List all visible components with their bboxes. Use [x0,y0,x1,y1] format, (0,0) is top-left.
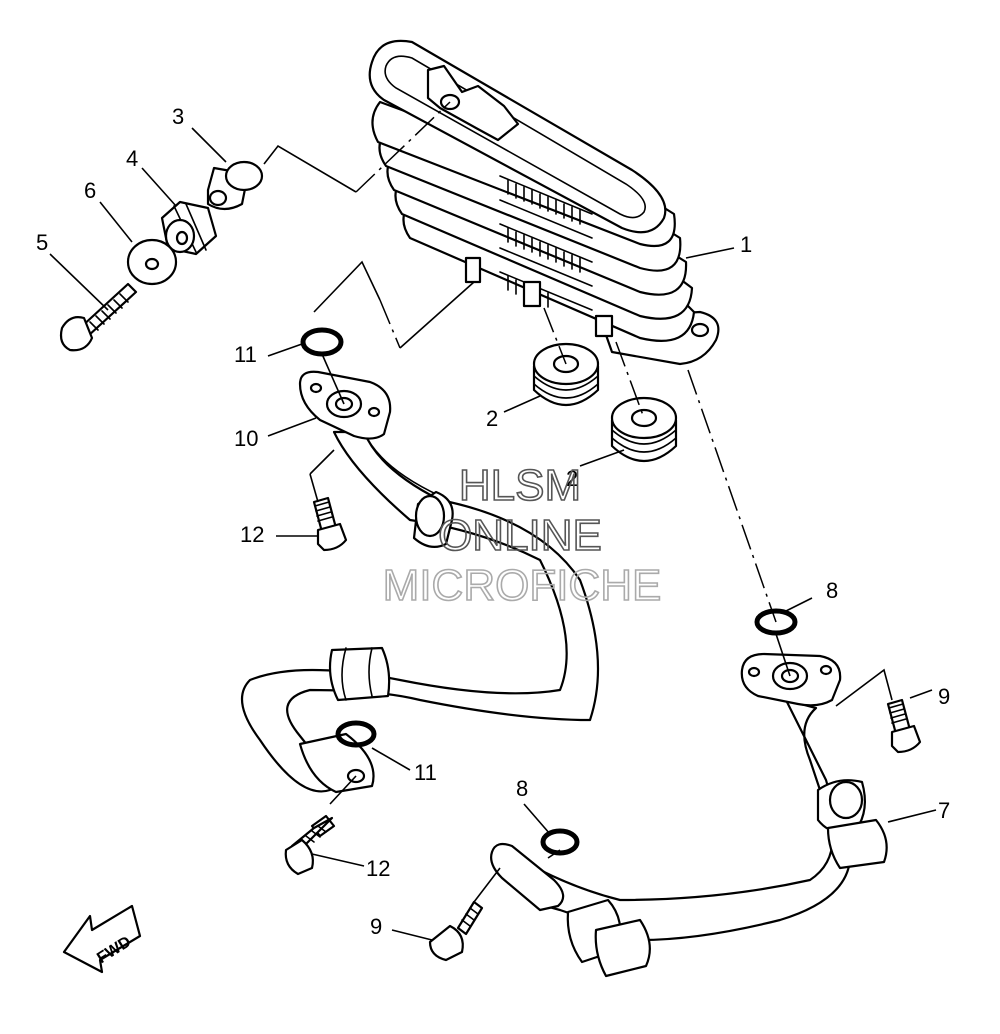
watermark-line-3: MICROFICHE [383,561,662,610]
callout-11-a: 11 [234,342,257,367]
callout-12-a: 12 [240,522,264,547]
callout-10: 10 [234,426,258,451]
callout-leaders [49,127,937,941]
callout-9-a: 9 [938,684,950,709]
callout-1: 1 [740,232,752,257]
callout-2-a: 2 [486,406,498,431]
lower-pipe-flange-front [490,842,565,912]
callout-11-b: 11 [414,760,437,785]
bolt [59,282,138,352]
upper-pipe-flange [298,370,392,440]
callout-8-b: 8 [516,776,528,801]
oil-pipe-lower [508,698,888,978]
cooler-grommet-b [610,396,678,462]
watermark-line-1: HLSM [459,461,581,510]
callout-7: 7 [938,798,950,823]
collar [206,160,264,211]
callout-2-b: 2 [566,466,578,491]
fwd-arrow: FWD [62,904,142,974]
cooler-fins [499,175,593,311]
o-ring-8-upper [754,608,798,636]
o-ring-11-lower [335,720,377,748]
bolt-12-upper [312,496,348,552]
oil-cooler [368,39,720,366]
bolt-12-lower [284,814,336,876]
watermark-line-2: ONLINE [438,511,602,560]
callout-labels: 1 2 2 3 4 5 6 7 8 8 9 9 10 11 11 12 12 [36,104,950,939]
callout-3: 3 [172,104,184,129]
o-ring-8-lower [540,828,580,856]
bolt-9-left [428,900,484,962]
bolt-9-right [886,698,922,754]
washer [126,238,178,286]
callout-6: 6 [84,178,96,203]
callout-12-b: 12 [366,856,390,881]
callout-4: 4 [126,146,138,171]
callout-5: 5 [36,230,48,255]
cooler-grommet-a [532,342,600,406]
callout-9-b: 9 [370,914,382,939]
callout-8-a: 8 [826,578,838,603]
damper [160,200,218,256]
watermark: HLSM ONLINE MICROFICHE [382,460,662,611]
assembly-lines [263,101,893,903]
o-ring-11-upper [300,327,344,357]
lower-pipe-flange-rear [740,652,842,707]
